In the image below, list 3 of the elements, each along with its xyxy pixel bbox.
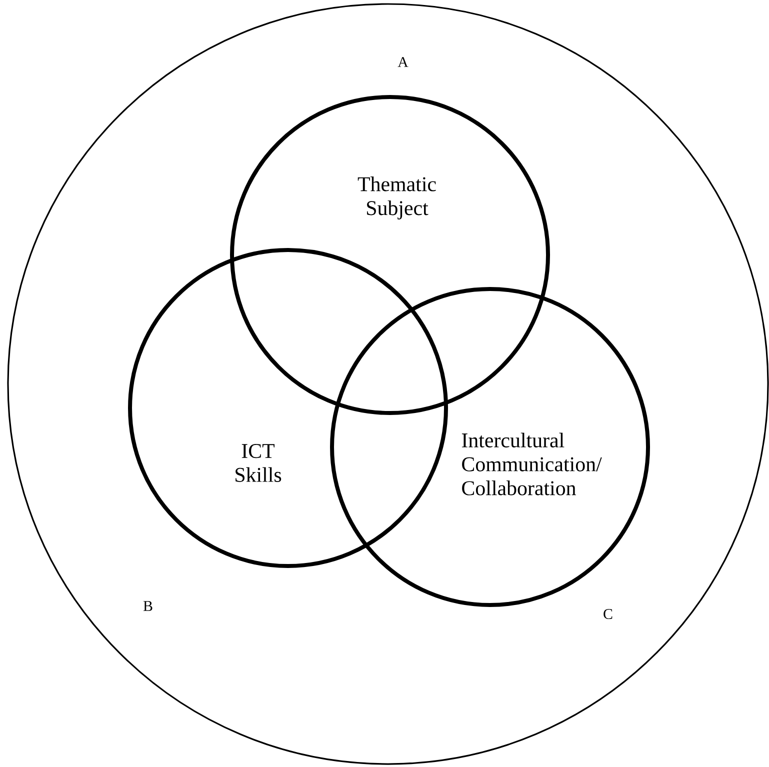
outer-circle [7, 3, 769, 765]
region-letter: A [398, 57, 408, 67]
region-letter: B [143, 601, 152, 611]
